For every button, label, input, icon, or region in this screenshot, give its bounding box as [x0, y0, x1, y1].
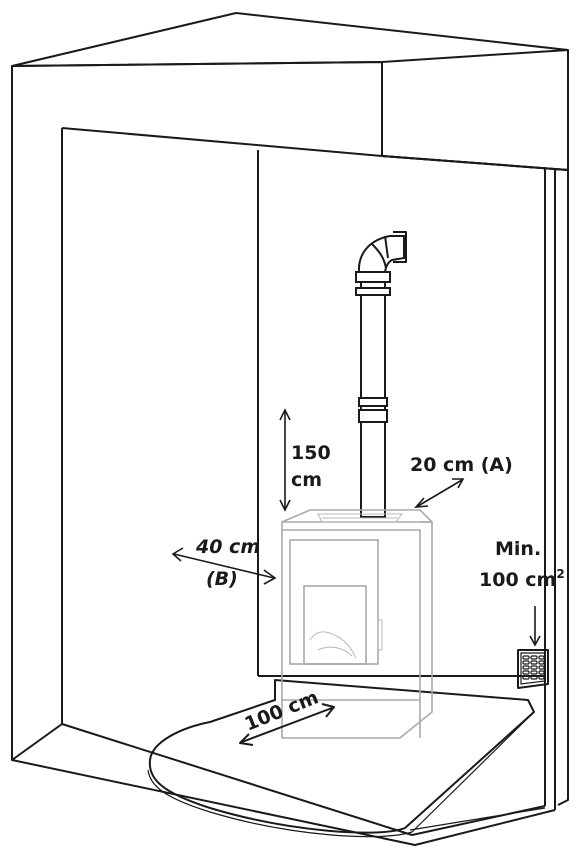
double-arrow-icon [239, 703, 335, 746]
vent-label-area-value: 100 cm [479, 569, 556, 591]
vent-label-min: Min. [495, 538, 541, 560]
side-clearance-arrow [414, 478, 465, 508]
pellet-stove [281, 509, 433, 739]
vent-arrow [529, 606, 541, 647]
wall-clearance-label: 40 cm [195, 536, 260, 558]
vent-label-area: 100 cm2 [479, 567, 565, 591]
room-ceiling [11, 12, 569, 171]
side-clearance-label: 20 cm (A) [410, 454, 513, 476]
flue-pipe [355, 271, 391, 518]
flue-pipe-elbow-icon [357, 231, 407, 273]
height-arrow [279, 408, 291, 512]
wall-clearance-tag: (B) [206, 568, 238, 590]
floor-protection-plate [147, 679, 546, 838]
room-walls [11, 66, 569, 846]
height-value-label: 150 [291, 442, 331, 464]
vent-label-superscript: 2 [556, 567, 564, 581]
air-vent-grille-icon [517, 649, 549, 689]
height-unit-label: cm [291, 469, 322, 491]
wall-clearance-arrow [171, 547, 277, 585]
